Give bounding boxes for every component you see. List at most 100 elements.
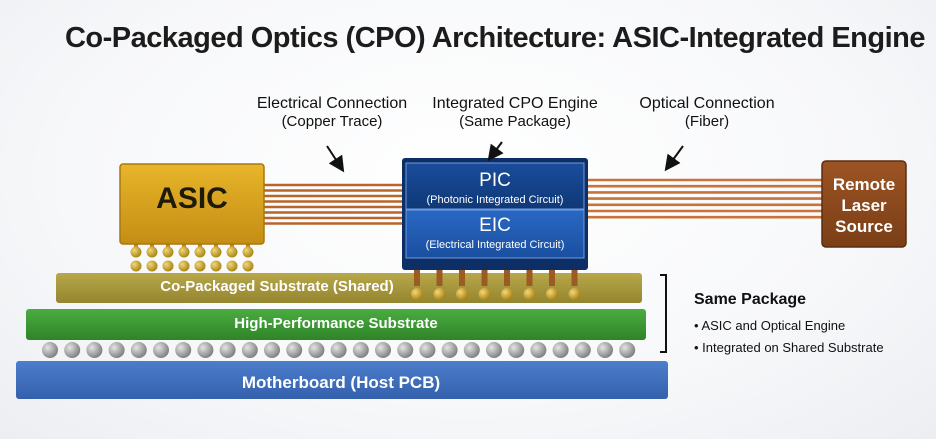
asic-solder-ball [226, 246, 238, 258]
engine-solder-ball [478, 288, 491, 300]
asic-solder-ball [162, 246, 174, 258]
optical-callout-sub: (Fiber) [684, 113, 730, 130]
electrical-arrow-icon [326, 145, 345, 173]
engine-solder-ball [523, 288, 536, 300]
engine-pin [459, 270, 465, 286]
bga-ball [441, 342, 458, 358]
asic-solder-ball [162, 260, 174, 272]
asic-solder-ball [194, 246, 206, 258]
diagram-title: Co-Packaged Optics (CPO) Architecture: A… [64, 22, 926, 54]
engine-solder-ball [411, 288, 423, 300]
pic-label: PIC [479, 170, 511, 191]
bga-ball [197, 342, 214, 358]
bga-ball [264, 342, 280, 358]
bga-ball [42, 342, 58, 358]
bga-ball [108, 342, 125, 358]
engine-solder-ball [546, 288, 558, 300]
bga-ball-row [42, 342, 636, 358]
same-package-title: Same Package [694, 291, 807, 308]
motherboard-layer [16, 361, 668, 399]
optical-arrow-icon [664, 145, 684, 172]
asic-solder-ball [146, 246, 158, 258]
high-performance-substrate-layer [26, 309, 646, 340]
bga-ball [86, 342, 103, 358]
pic-block [405, 162, 585, 210]
bga-ball [486, 342, 502, 358]
engine-arrow-icon [487, 141, 504, 162]
engine-pin [571, 270, 578, 286]
asic-solder-balls [130, 244, 254, 272]
bga-ball [130, 342, 147, 358]
bga-ball [619, 342, 636, 358]
asic-solder-ball [146, 260, 158, 272]
asic-solder-ball [210, 260, 222, 272]
asic-solder-ball [130, 246, 142, 258]
engine-solder-ball [433, 288, 446, 300]
engine-solder-ball [501, 288, 513, 300]
bga-ball [241, 342, 258, 358]
eic-block [405, 209, 585, 259]
bga-ball [219, 342, 236, 358]
remote-laser-block [821, 160, 907, 248]
asic-solder-ball [178, 246, 190, 258]
bga-ball [463, 342, 480, 358]
bga-ball [597, 342, 613, 358]
asic-solder-ball [226, 260, 238, 272]
same-package-bracket-icon [660, 274, 667, 353]
electrical-callout-sub: (Copper Trace) [281, 113, 383, 130]
engine-pin [549, 270, 555, 286]
asic-solder-ball [178, 260, 190, 272]
engine-pin [504, 270, 510, 286]
same-package-item: • ASIC and Optical Engine [694, 318, 846, 333]
asic-solder-ball [242, 260, 254, 272]
asic-label: ASIC [156, 182, 228, 215]
engine-callout: Integrated CPO Engine (Same Package) [412, 95, 618, 130]
asic-solder-ball [242, 246, 254, 258]
optical-callout: Optical Connection (Fiber) [612, 95, 802, 130]
pic-sublabel: (Photonic Integrated Circuit) [426, 194, 564, 206]
bga-ball [574, 342, 591, 358]
laser-label: Remote Laser Source [822, 174, 906, 237]
engine-pin [436, 270, 443, 286]
laser-label-line: Remote [832, 175, 896, 194]
laser-label-line: Laser [841, 196, 887, 215]
bga-ball [552, 342, 569, 358]
bga-ball [175, 342, 192, 358]
engine-callout-sub: (Same Package) [459, 113, 571, 130]
electrical-callout-label: Electrical Connection [256, 95, 408, 112]
bga-ball [153, 342, 169, 358]
bga-ball [64, 342, 81, 358]
electrical-callout: Electrical Connection (Copper Trace) [226, 95, 438, 130]
copper-traces [264, 183, 404, 225]
bga-ball [530, 342, 547, 358]
optical-fibers [586, 178, 824, 219]
bga-ball [308, 342, 325, 358]
eic-sublabel: (Electrical Integrated Circuit) [425, 239, 565, 251]
bga-ball [375, 342, 391, 358]
engine-solder-ball [456, 288, 468, 300]
asic-solder-ball [210, 246, 222, 258]
asic-solder-ball [130, 260, 142, 272]
optical-callout-label: Optical Connection [639, 95, 775, 112]
asic-solder-ball [194, 260, 206, 272]
co-packaged-substrate-label: Co-Packaged Substrate (Shared) [160, 278, 394, 295]
motherboard-label: Motherboard (Host PCB) [241, 373, 441, 392]
bga-ball [286, 342, 303, 358]
bga-ball [419, 342, 436, 358]
engine-pin [414, 270, 420, 286]
engine-solder-ball [568, 288, 581, 300]
engine-pin [481, 270, 488, 286]
engine-pin [526, 270, 533, 286]
same-package-item: • Integrated on Shared Substrate [694, 340, 884, 355]
eic-label: EIC [479, 215, 511, 236]
bga-ball [330, 342, 347, 358]
high-performance-substrate-label: High-Performance Substrate [234, 315, 438, 332]
laser-label-line: Source [835, 217, 893, 236]
engine-solder-balls [411, 270, 581, 300]
bga-ball [508, 342, 525, 358]
co-packaged-substrate-layer [56, 273, 642, 303]
bga-ball [352, 342, 369, 358]
asic-chip [119, 163, 265, 245]
